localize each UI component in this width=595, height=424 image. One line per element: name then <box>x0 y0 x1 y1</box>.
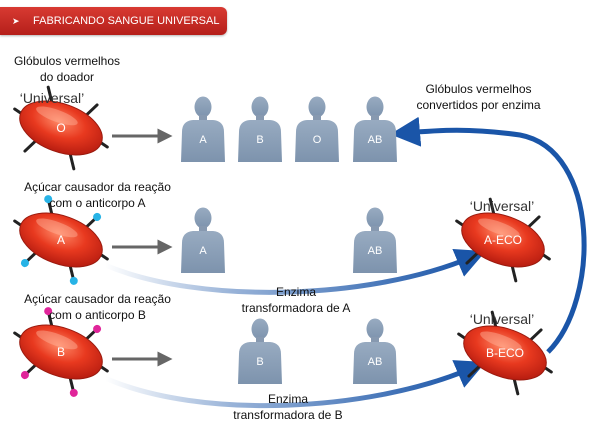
sugar-a-label: Açúcar causador da reação com o anticorp… <box>24 180 171 210</box>
sugar-b-label: Açúcar causador da reação com o anticorp… <box>24 292 171 322</box>
antigen-marker <box>69 276 78 285</box>
antigen-marker <box>44 307 53 316</box>
cell-type-label: B-ECO <box>486 346 524 360</box>
donor-cell-a: A <box>13 195 109 285</box>
recipient-person-icon: AB <box>353 207 397 273</box>
universal-label: ‘Universal’ <box>19 90 85 106</box>
enzyme-b-label: Enzima transformadora de B <box>233 392 343 422</box>
antigen-marker <box>20 259 29 268</box>
cell-type-label: A-ECO <box>484 233 522 247</box>
blood-type-label: O <box>313 134 322 146</box>
universal-label: ‘Universal’ <box>469 198 535 214</box>
converted-cell-b-eco: B-ECO <box>457 310 553 396</box>
header-banner: ➤ FABRICANDO SANGUE UNIVERSAL <box>0 7 227 35</box>
blood-type-label: AB <box>368 356 383 368</box>
antigen-marker <box>69 388 78 397</box>
donor-cell-o: O <box>13 85 109 171</box>
blood-type-label: AB <box>368 134 383 146</box>
recipient-person-icon: O <box>295 96 339 162</box>
recipient-person-icon: B <box>238 96 282 162</box>
antigen-marker <box>20 371 29 380</box>
antigen-marker <box>44 195 53 204</box>
antigen-marker <box>93 212 102 221</box>
donor-cell-b: B <box>13 307 109 397</box>
converted-to-recipients-arrow <box>390 116 587 354</box>
recipient-person-icon: B <box>238 318 282 384</box>
flow-arrow-icon: ➤ <box>12 16 20 26</box>
donor-cells-label: Glóbulos vermelhos do doador <box>13 54 121 84</box>
enzyme-a-arrow <box>104 248 486 295</box>
recipient-person-icon: A <box>181 96 225 162</box>
header-title: FABRICANDO SANGUE UNIVERSAL <box>33 15 220 27</box>
blood-type-label: AB <box>368 245 383 257</box>
blood-type-label: A <box>199 245 207 257</box>
cell-type-label: O <box>56 121 65 135</box>
antigen-marker <box>93 324 102 333</box>
blood-type-label: B <box>256 134 263 146</box>
recipient-person-icon: AB <box>353 318 397 384</box>
converted-cell-a-eco: A-ECO <box>455 197 551 283</box>
cell-type-label: A <box>57 233 65 247</box>
recipient-person-icon: A <box>181 207 225 273</box>
blood-type-label: B <box>256 356 263 368</box>
enzyme-a-label: Enzima transformadora de A <box>241 285 351 315</box>
recipient-person-icon: AB <box>353 96 397 162</box>
enzyme-b-arrow <box>103 360 486 409</box>
blood-type-label: A <box>199 134 207 146</box>
converted-cells-label: Glóbulos vermelhos convertidos por enzim… <box>416 82 541 112</box>
universal-label: ‘Universal’ <box>469 311 535 327</box>
cell-type-label: B <box>57 345 65 359</box>
